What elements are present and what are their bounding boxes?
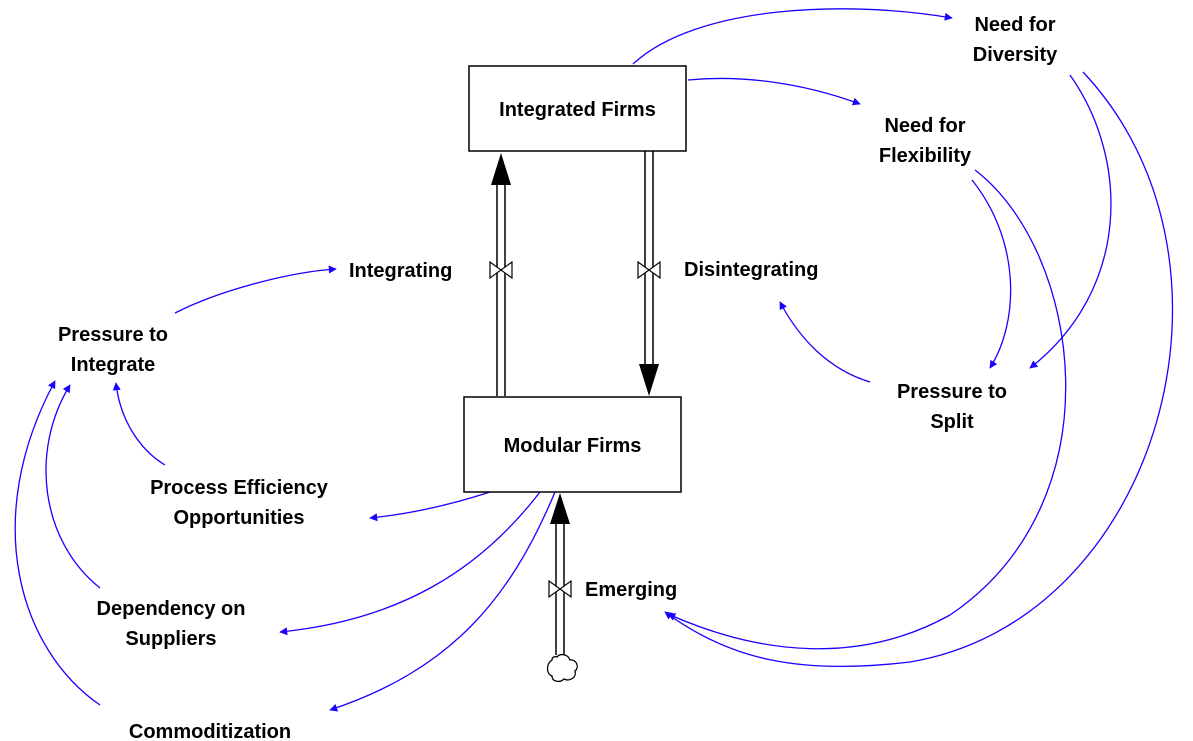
pressure-split-line1: Pressure to bbox=[897, 381, 1007, 403]
link-integrated-to-need-flexibility bbox=[687, 77, 861, 106]
flow-disintegrating-label[interactable]: Disintegrating bbox=[684, 259, 818, 281]
flow-valves bbox=[489, 260, 661, 599]
process-efficiency-line2: Opportunities bbox=[173, 507, 304, 529]
need-diversity-line1: Need for bbox=[974, 14, 1055, 36]
need-flexibility-line1: Need for bbox=[884, 115, 965, 137]
variable-pressure-to-split[interactable]: Pressure to Split bbox=[897, 381, 1007, 433]
disintegrating-valve-icon bbox=[637, 260, 661, 280]
pressure-integrate-line2: Integrate bbox=[71, 354, 155, 376]
disintegrating-arrowhead bbox=[639, 364, 659, 396]
stock-integrated-label: Integrated Firms bbox=[499, 99, 656, 121]
link-dependency-to-pressure-integrate bbox=[45, 384, 101, 589]
link-modular-to-commoditization bbox=[329, 491, 556, 712]
need-flexibility-line2: Flexibility bbox=[879, 145, 972, 167]
variable-need-for-diversity[interactable]: Need for Diversity bbox=[973, 14, 1058, 66]
emerging-arrowhead bbox=[550, 493, 570, 524]
link-commoditization-to-pressure-integrate bbox=[14, 380, 101, 706]
link-integrated-to-need-diversity bbox=[632, 8, 953, 65]
flow-integrating-label[interactable]: Integrating bbox=[349, 260, 452, 282]
integrating-valve-icon bbox=[489, 260, 513, 280]
need-diversity-line2: Diversity bbox=[973, 44, 1058, 66]
pressure-split-line2: Split bbox=[930, 411, 974, 433]
link-pressure-integrate-to-integrating bbox=[174, 265, 337, 314]
link-modular-to-dependency bbox=[279, 491, 541, 636]
dependency-line1: Dependency on bbox=[97, 598, 246, 620]
variable-need-for-flexibility[interactable]: Need for Flexibility bbox=[879, 115, 972, 167]
causal-links bbox=[14, 8, 1174, 712]
dependency-line2: Suppliers bbox=[125, 628, 216, 650]
variable-pressure-to-integrate[interactable]: Pressure to Integrate bbox=[58, 324, 168, 376]
link-need-flexibility-to-emerging bbox=[667, 169, 1067, 650]
integrating-arrowhead bbox=[491, 153, 511, 185]
cloud-source-icon bbox=[546, 653, 578, 683]
variable-commoditization[interactable]: Commoditization bbox=[129, 721, 291, 741]
link-need-flexibility-to-pressure-split bbox=[971, 179, 1012, 369]
link-need-diversity-to-emerging bbox=[664, 71, 1174, 668]
variable-process-efficiency-opportunities[interactable]: Process Efficiency Opportunities bbox=[150, 477, 329, 529]
link-modular-to-process-efficiency bbox=[369, 491, 491, 522]
variable-dependency-on-suppliers[interactable]: Dependency on Suppliers bbox=[97, 598, 246, 650]
flow-emerging-label[interactable]: Emerging bbox=[585, 579, 677, 601]
pressure-integrate-line1: Pressure to bbox=[58, 324, 168, 346]
stock-modular-label: Modular Firms bbox=[504, 435, 642, 457]
flow-pipes bbox=[491, 151, 659, 683]
emerging-valve-icon bbox=[548, 579, 572, 599]
process-efficiency-line1: Process Efficiency bbox=[150, 477, 329, 499]
stock-modular-firms[interactable]: Modular Firms bbox=[463, 396, 682, 493]
link-process-efficiency-to-pressure-integrate bbox=[112, 382, 166, 466]
link-need-diversity-to-pressure-split bbox=[1029, 74, 1112, 369]
link-pressure-split-to-disintegrating bbox=[779, 301, 871, 383]
stock-integrated-firms[interactable]: Integrated Firms bbox=[468, 65, 687, 152]
